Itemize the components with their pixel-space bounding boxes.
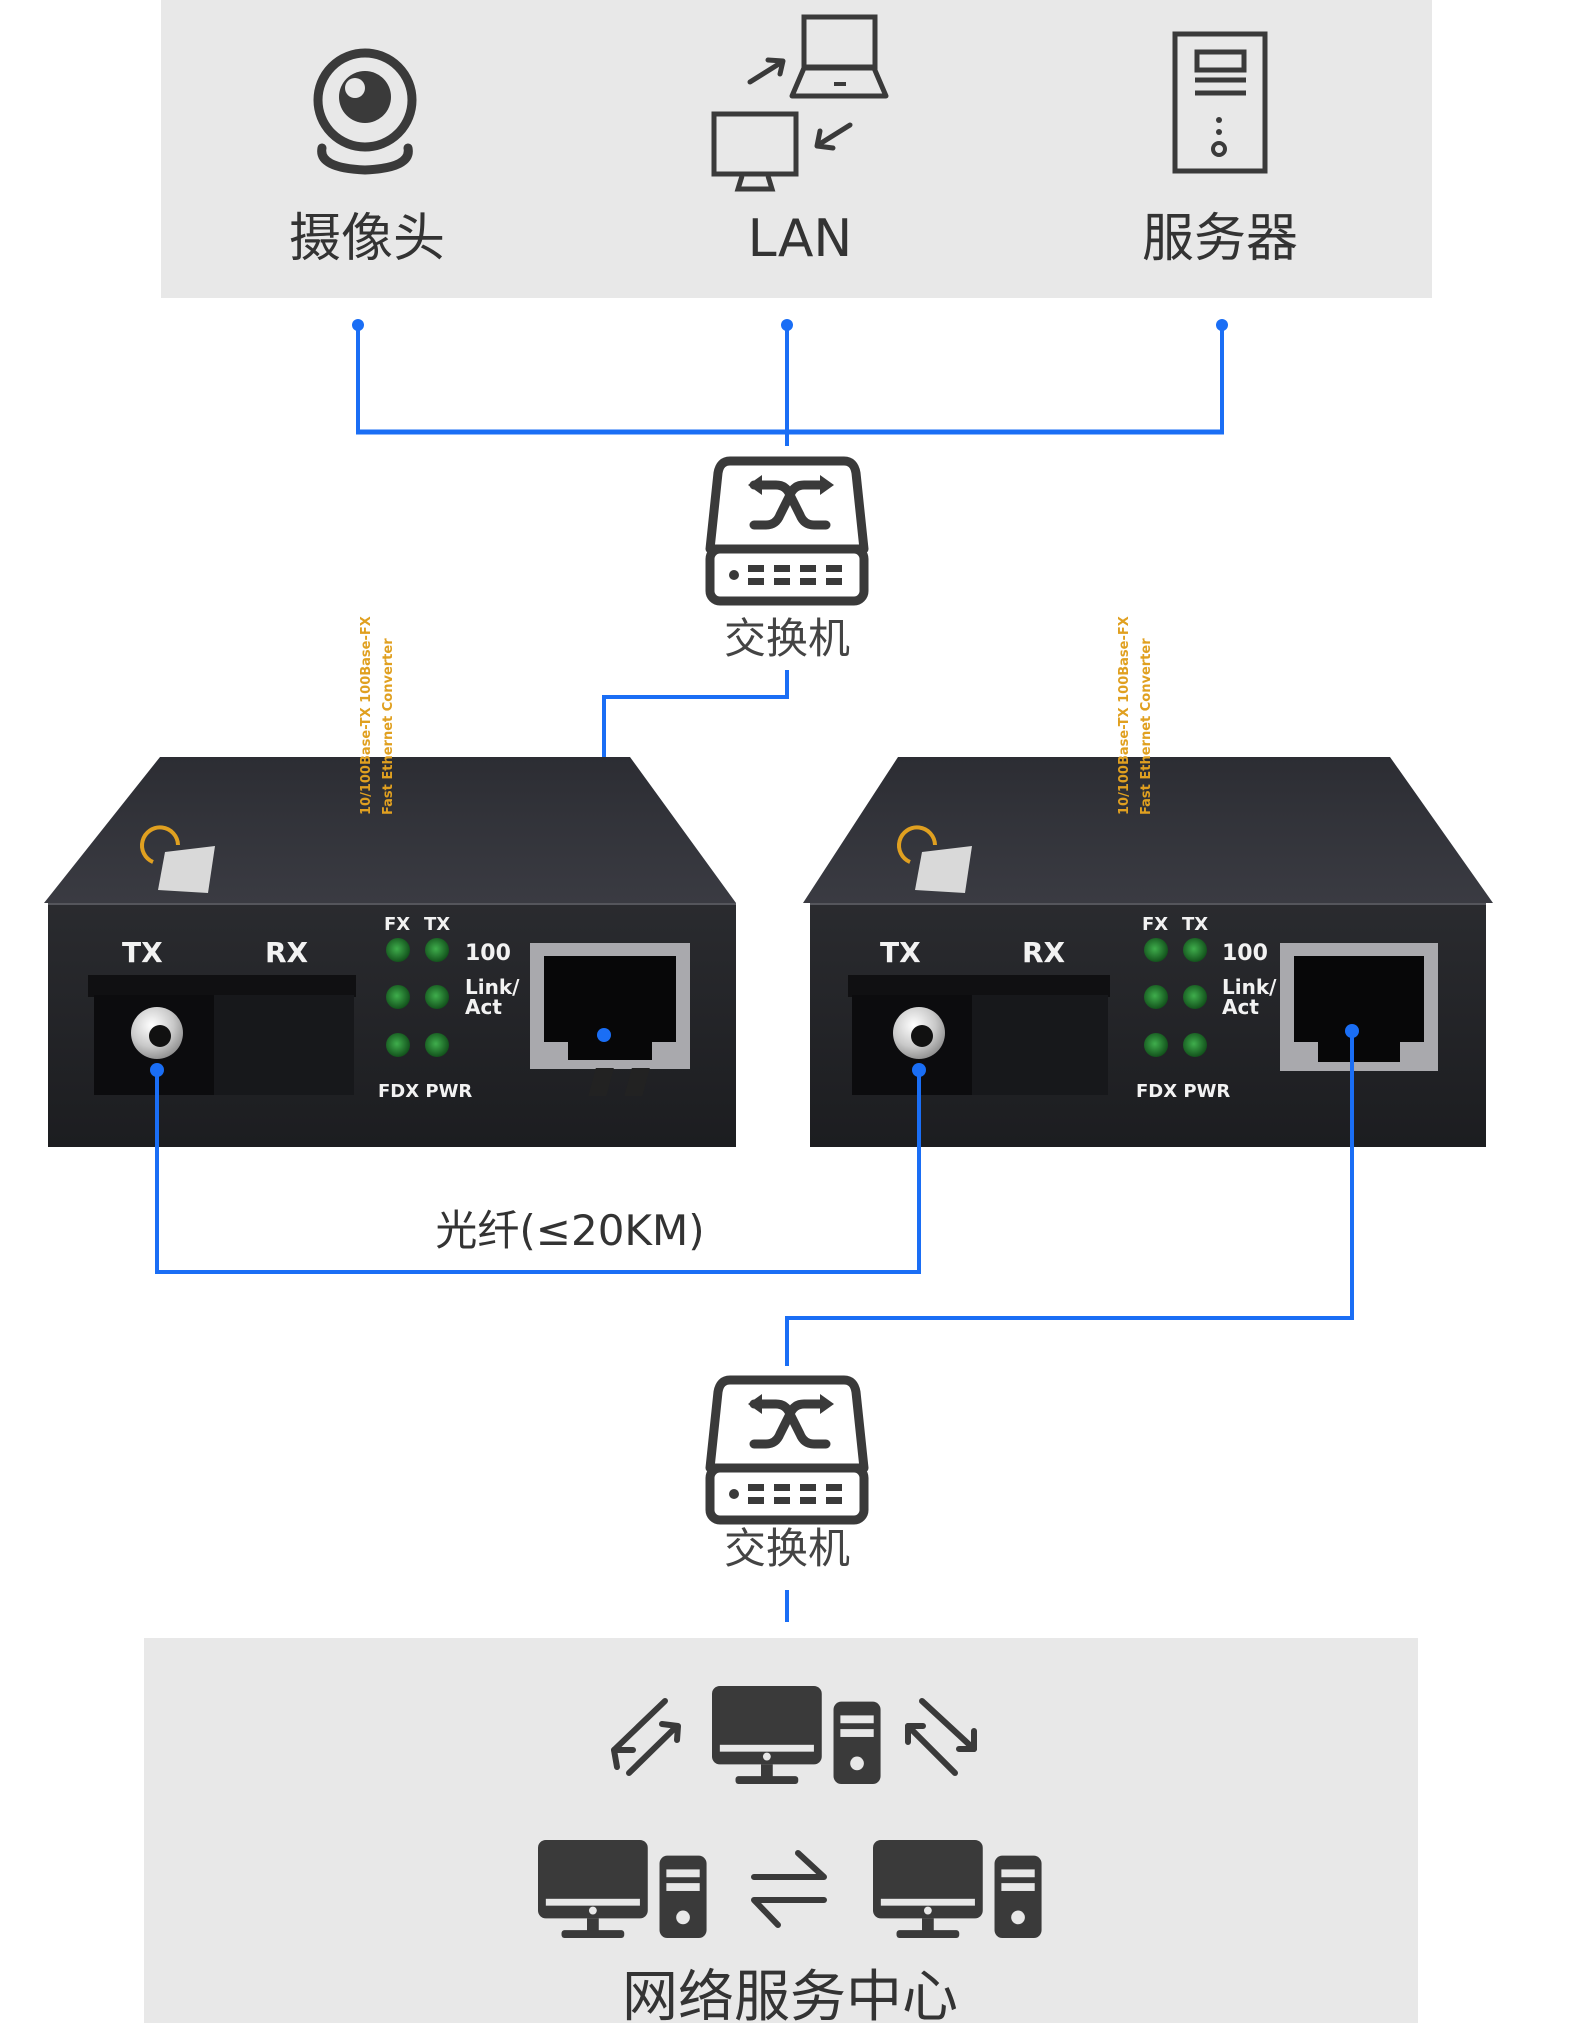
led-header-tx: TX	[1182, 914, 1208, 935]
led-label-link: Link/	[465, 975, 520, 999]
camera-label: 摄像头	[288, 209, 445, 269]
media-converter-left: 10/100Base-TX 100Base-FX Fast Ethernet C…	[44, 616, 736, 1147]
webcam-icon	[313, 48, 417, 175]
networked-computers-icon	[538, 1686, 1042, 1938]
exchange-arrows-center-icon	[751, 1850, 827, 1928]
rj45-port	[530, 943, 690, 1069]
led-indicator	[386, 1033, 410, 1057]
led-indicator	[1183, 985, 1207, 1009]
led-indicator	[425, 938, 449, 962]
led-indicator	[1183, 938, 1207, 962]
device-top-print: 10/100Base-TX 100Base-FX Fast Ethernet C…	[1117, 616, 1154, 815]
led-label-act: Act	[1222, 995, 1259, 1019]
led-indicator	[386, 938, 410, 962]
led-indicator	[1183, 1033, 1207, 1057]
led-indicator	[386, 985, 410, 1009]
lan-label: LAN	[747, 209, 853, 269]
led-indicator	[1144, 938, 1168, 962]
led-indicator	[425, 1033, 449, 1057]
upper-switch-icon	[710, 461, 864, 601]
top-print-line-2: Fast Ethernet Converter	[1139, 638, 1154, 815]
tx-port-label: TX	[122, 936, 163, 969]
led-label-100: 100	[465, 941, 511, 966]
converter-to-lower-switch-line	[785, 1031, 1354, 1622]
fiber-distance-label: 光纤(≤20KM)	[435, 1206, 705, 1255]
server-label: 服务器	[1141, 209, 1298, 269]
led-label-link: Link/	[1222, 975, 1277, 999]
led-indicator	[1144, 1033, 1168, 1057]
fiber-link-line	[150, 1063, 926, 1274]
server-icon	[1172, 31, 1268, 174]
computer-icon-right	[873, 1840, 1042, 1938]
tx-port-label: TX	[880, 936, 921, 969]
media-converter-right: 10/100Base-TX 100Base-FX Fast Ethernet C…	[588, 616, 1493, 1147]
exchange-arrows-left-icon	[611, 1698, 681, 1776]
sc-fiber-port	[88, 975, 356, 1095]
led-footer-fdx-pwr: FDX PWR	[1136, 1081, 1230, 1102]
led-label-100: 100	[1222, 941, 1268, 966]
led-footer-fdx-pwr: FDX PWR	[378, 1081, 472, 1102]
top-print-line-1: 10/100Base-TX 100Base-FX	[1117, 616, 1132, 815]
device-top-print: 10/100Base-TX 100Base-FX Fast Ethernet C…	[359, 616, 396, 815]
sc-fiber-port	[588, 975, 1110, 1096]
top-print-line-2: Fast Ethernet Converter	[381, 638, 396, 815]
network-service-center-label: 网络服务中心	[622, 1965, 958, 2030]
ethernet-connection-dot	[597, 1028, 611, 1042]
upper-switch-label: 交换机	[723, 614, 850, 663]
led-header-fx: FX	[1142, 914, 1168, 935]
rj45-port	[1280, 943, 1438, 1071]
top-print-line-1: 10/100Base-TX 100Base-FX	[359, 616, 374, 815]
led-indicator	[425, 985, 449, 1009]
rx-port-label: RX	[1022, 936, 1066, 969]
led-label-act: Act	[465, 995, 502, 1019]
led-header-tx: TX	[424, 914, 450, 935]
lower-switch-icon	[710, 1380, 864, 1520]
endpoint-bus-lines	[352, 319, 1228, 446]
computer-icon-left	[538, 1840, 707, 1938]
lower-switch-label: 交换机	[723, 1524, 850, 1573]
lan-devices-icon	[711, 14, 889, 192]
led-header-fx: FX	[384, 914, 410, 935]
led-indicator	[1144, 985, 1168, 1009]
exchange-arrows-right-icon	[905, 1698, 977, 1776]
computer-icon-top	[712, 1686, 881, 1784]
rx-port-label: RX	[265, 936, 309, 969]
